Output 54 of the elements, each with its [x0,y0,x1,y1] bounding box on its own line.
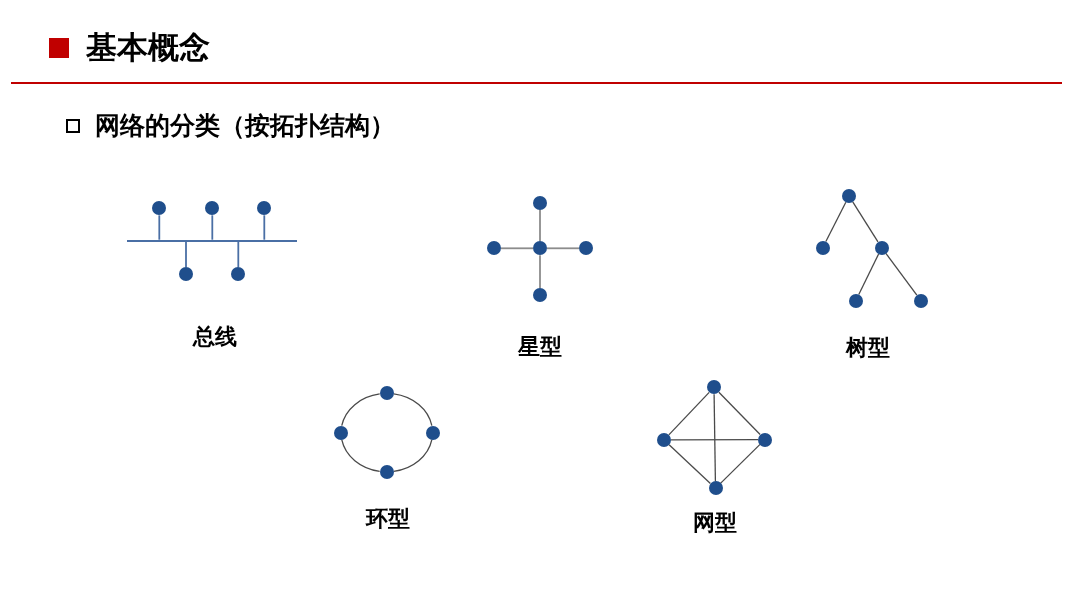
link-line [158,214,161,241]
link-line [393,439,433,473]
link-line [263,214,266,241]
subtitle: 网络的分类（按拓扑结构） [95,113,395,138]
slide-title: 基本概念 [86,32,210,63]
network-node [205,201,220,216]
network-node [231,267,246,281]
link-line [885,252,918,296]
bus-line [127,239,297,242]
link-line [341,439,381,473]
network-node [425,425,440,440]
link-line [539,208,541,243]
network-node [179,267,193,281]
network-node [657,433,671,447]
link-line [825,201,847,243]
link-line [237,240,240,268]
link-line [668,391,710,436]
link-line [341,393,381,427]
link-line [713,393,717,482]
network-node [842,189,856,203]
network-node [379,386,394,401]
link-line [668,444,712,485]
network-node [257,201,272,216]
network-node [874,240,889,255]
link-line [211,214,214,241]
network-node [848,293,863,308]
network-node [487,241,501,256]
network-node [533,195,547,210]
topology-label: 网型 [693,512,737,534]
link-line [546,247,580,250]
topology-label: 环型 [365,508,410,530]
network-node [334,425,348,440]
topology-label: 星型 [518,336,562,358]
link-line [670,438,759,441]
topology-label: 总线 [193,326,237,348]
link-line [539,254,541,289]
network-node [758,432,772,447]
network-node [707,380,721,395]
link-line [719,443,761,485]
network-node [379,464,394,479]
network-node [533,241,547,256]
network-node [815,240,830,255]
link-line [718,391,761,436]
network-node [152,201,167,216]
network-node [579,241,593,256]
network-node [914,293,928,308]
link-line [500,247,534,250]
network-node [708,481,723,496]
link-line [393,393,433,427]
link-line [858,253,880,296]
network-node [533,288,547,302]
link-line [185,240,187,268]
topology-label: 树型 [845,337,890,359]
link-line [852,201,879,243]
